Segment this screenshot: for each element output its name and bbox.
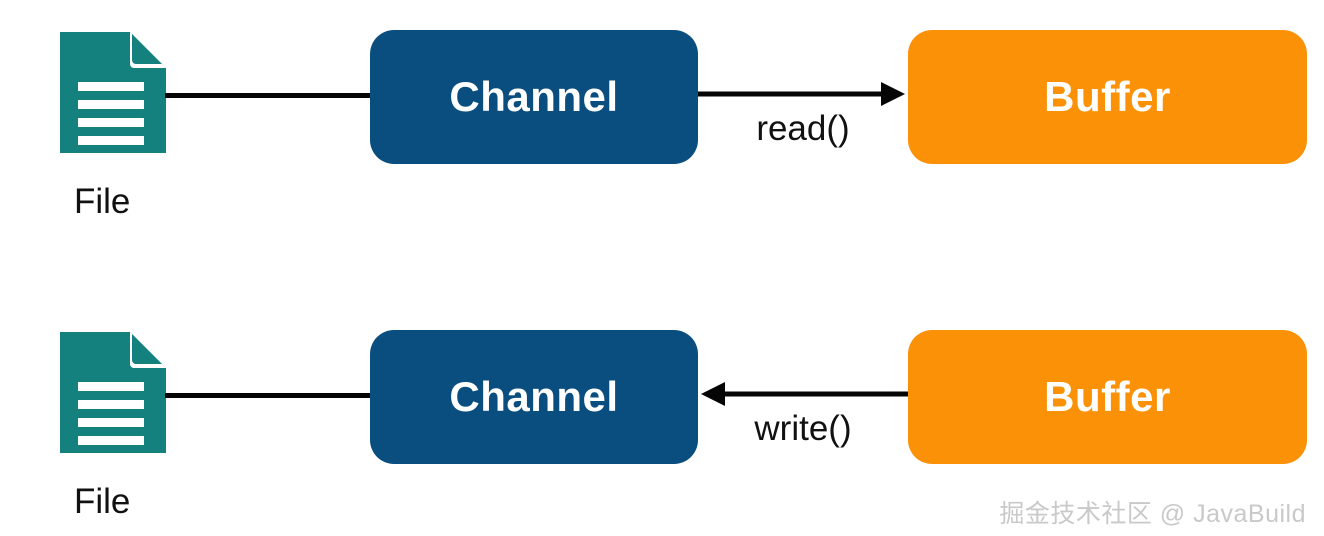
file-label: File xyxy=(74,182,131,221)
buffer-node-read[interactable]: Buffer xyxy=(908,30,1307,164)
file-group-read: File xyxy=(58,30,198,240)
operation-label-read: read() xyxy=(756,109,850,148)
connector-channel-to-file xyxy=(165,393,371,398)
file-group-write: File xyxy=(58,330,198,536)
buffer-node-write[interactable]: Buffer xyxy=(908,330,1307,464)
buffer-label: Buffer xyxy=(1044,73,1171,120)
channel-label: Channel xyxy=(449,373,619,420)
connector-file-to-channel xyxy=(165,93,371,98)
write-flow-row: File Channel write() Buffer xyxy=(0,316,1324,521)
read-flow-row: File Channel read() Buffer xyxy=(0,16,1324,221)
file-document-icon xyxy=(58,330,168,455)
file-label: File xyxy=(74,482,131,521)
watermark-text: 掘金技术社区 @ JavaBuild xyxy=(999,500,1306,528)
operation-label-write: write() xyxy=(754,409,852,448)
arrow-right-icon xyxy=(698,76,908,116)
channel-node-read[interactable]: Channel xyxy=(370,30,698,164)
arrow-left-icon xyxy=(698,376,908,416)
file-document-icon xyxy=(58,30,168,155)
channel-label: Channel xyxy=(449,73,619,120)
buffer-label: Buffer xyxy=(1044,373,1171,420)
channel-node-write[interactable]: Channel xyxy=(370,330,698,464)
